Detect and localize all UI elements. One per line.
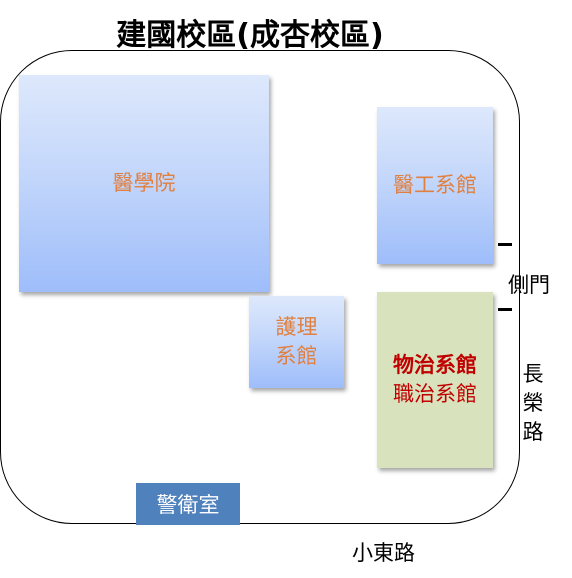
guard-room[interactable]: 警衛室 xyxy=(136,483,240,525)
pt-building-label: 物治系館 xyxy=(393,353,477,377)
nursing-building[interactable]: 護理 系館 xyxy=(249,296,344,388)
side-gate-label: 側門 xyxy=(508,273,550,297)
changrong-road-char-3: 路 xyxy=(522,420,544,444)
pt-ot-building[interactable]: 物治系館 職治系館 xyxy=(377,292,493,468)
nursing-building-label-line1: 護理 xyxy=(275,315,318,339)
changrong-road-char-2: 榮 xyxy=(522,391,544,415)
nursing-building-label-line2: 系館 xyxy=(275,344,318,368)
changrong-road-char-1: 長 xyxy=(522,362,544,386)
side-gate-marker-bottom xyxy=(498,308,512,311)
ot-building-label: 職治系館 xyxy=(393,382,477,406)
campus-boundary xyxy=(0,50,520,524)
bme-building-label: 醫工系館 xyxy=(393,173,477,197)
map-title: 建國校區(成杏校區) xyxy=(116,18,384,53)
guard-room-label: 警衛室 xyxy=(156,493,220,517)
side-gate-marker-top xyxy=(498,243,512,246)
medical-school-building[interactable]: 醫學院 xyxy=(19,75,269,292)
xiaodong-road-label: 小東路 xyxy=(352,541,415,565)
bme-building[interactable]: 醫工系館 xyxy=(377,107,493,264)
changrong-road-label: 長 榮 路 xyxy=(520,360,546,447)
medical-school-label: 醫學院 xyxy=(112,171,176,195)
